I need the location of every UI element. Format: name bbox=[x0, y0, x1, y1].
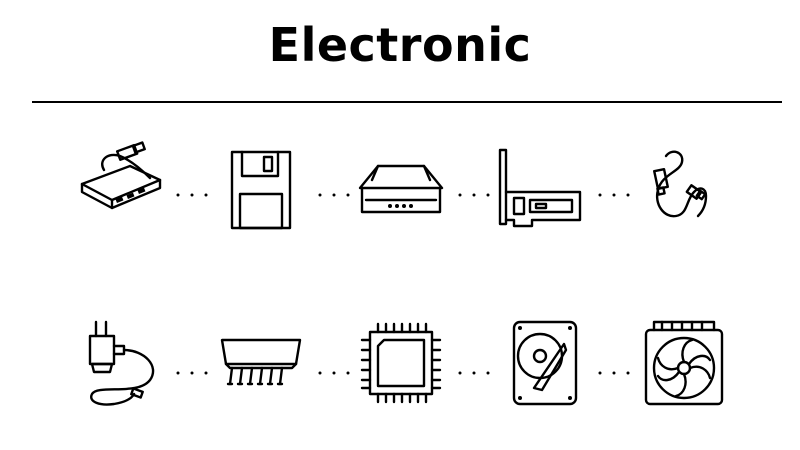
title-divider bbox=[32, 101, 782, 103]
usb-cable-icon bbox=[642, 140, 732, 230]
separator-dots bbox=[454, 183, 494, 197]
chip-icon bbox=[216, 318, 306, 408]
charger-icon bbox=[74, 318, 164, 408]
separator-dots bbox=[594, 361, 634, 375]
usb-hub-icon bbox=[74, 140, 164, 230]
router-icon bbox=[356, 140, 446, 230]
separator-dots bbox=[172, 361, 212, 375]
separator-dots bbox=[172, 183, 212, 197]
floppy-disk-icon bbox=[216, 140, 306, 230]
network-card-icon bbox=[496, 140, 586, 230]
separator-dots bbox=[314, 361, 354, 375]
processor-icon bbox=[356, 318, 446, 408]
separator-dots bbox=[314, 183, 354, 197]
page-title: Electronic bbox=[268, 18, 532, 72]
hard-drive-icon bbox=[500, 318, 590, 408]
separator-dots bbox=[454, 361, 494, 375]
separator-dots bbox=[594, 183, 634, 197]
cooling-fan-icon bbox=[640, 318, 730, 408]
